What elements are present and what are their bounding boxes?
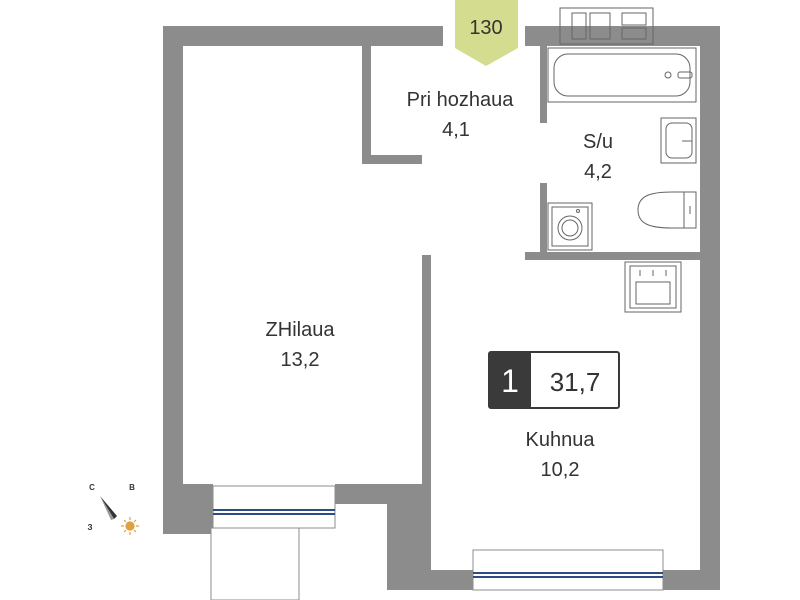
wall-hall-stub-vertical [362,46,371,163]
unit-number-badge: 130 [455,0,518,66]
wall-bottom-left-2 [335,484,387,504]
wall-top-left [163,26,443,46]
window-living [212,485,336,529]
room-count: 1 [501,363,519,399]
room-hall-name: Pri hozhaua [407,89,515,111]
toilet-icon [637,191,697,229]
room-kitchen: Kuhnua 10,2 [526,429,596,481]
wall-bottom-right [663,570,720,590]
walls [163,26,720,590]
compass-east: В [129,483,135,492]
wall-bottom-left [163,484,213,534]
window-kitchen [472,549,664,591]
wall-bath-left-bottom [540,183,547,258]
room-kitchen-area: 10,2 [541,459,580,481]
wall-bath-left-top [540,46,547,123]
wall-bottom-mid [431,570,473,590]
unit-number: 130 [469,17,502,39]
sun-icon [121,517,139,535]
wall-hall-stub-horizontal [362,155,422,164]
room-living-area: 13,2 [281,349,320,371]
stove-icon [624,261,682,313]
total-area: 31,7 [550,367,601,397]
compass-icon: С В З [87,483,139,535]
compass-north: С [89,483,95,492]
compass-west: З [87,523,92,532]
room-hall-area: 4,1 [442,119,470,141]
washing-machine-icon [547,202,593,251]
balcony [210,527,300,600]
room-bathroom-area: 4,2 [584,161,612,183]
bathtub-icon [547,47,697,103]
room-hall: Pri hozhaua 4,1 [407,89,515,141]
wall-partition-living-kitchen [422,255,431,570]
room-bathroom: S/u 4,2 [583,131,613,183]
room-living: ZHilaua 13,2 [266,319,336,371]
wall-right [700,26,720,590]
sink-icon [660,117,697,164]
cabinet-icon [559,7,654,45]
room-bathroom-name: S/u [583,131,613,153]
room-kitchen-name: Kuhnua [526,429,596,451]
wall-bath-bottom [525,252,720,260]
apartment-summary: 1 31,7 [488,351,620,409]
wall-left [163,26,183,534]
room-living-name: ZHilaua [266,319,336,341]
